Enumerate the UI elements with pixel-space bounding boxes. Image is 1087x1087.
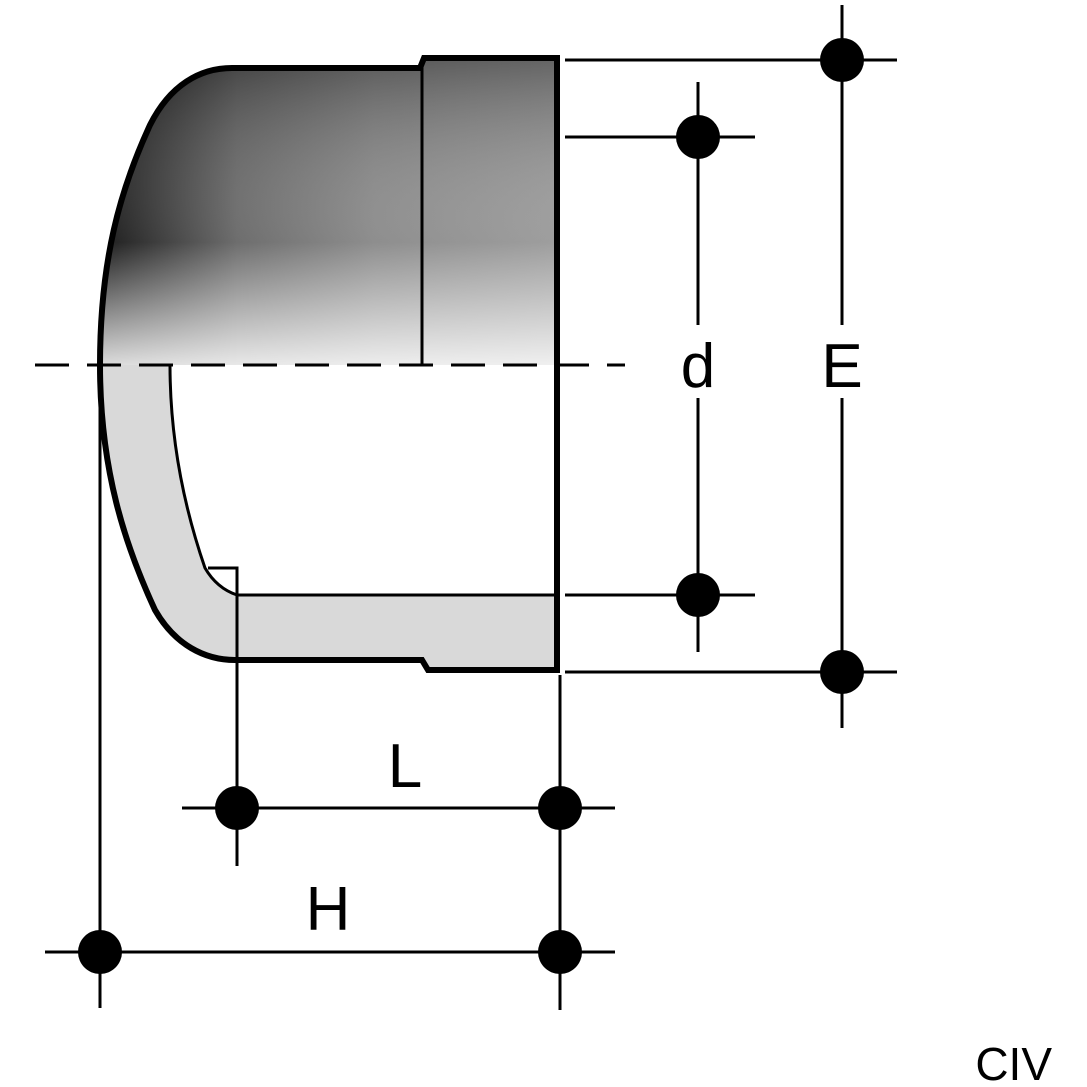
- label-d: d: [681, 332, 715, 401]
- cap-exterior-view: [97, 55, 560, 366]
- dimension-H: [45, 365, 615, 1008]
- dimension-L: [182, 595, 615, 1010]
- label-E: E: [821, 332, 862, 401]
- dimension-d: [565, 82, 755, 652]
- dimension-E: [565, 5, 897, 728]
- label-H: H: [306, 875, 351, 944]
- label-L: L: [388, 732, 422, 801]
- cap-section-view: [97, 364, 560, 673]
- material-code: CIV: [975, 1038, 1052, 1087]
